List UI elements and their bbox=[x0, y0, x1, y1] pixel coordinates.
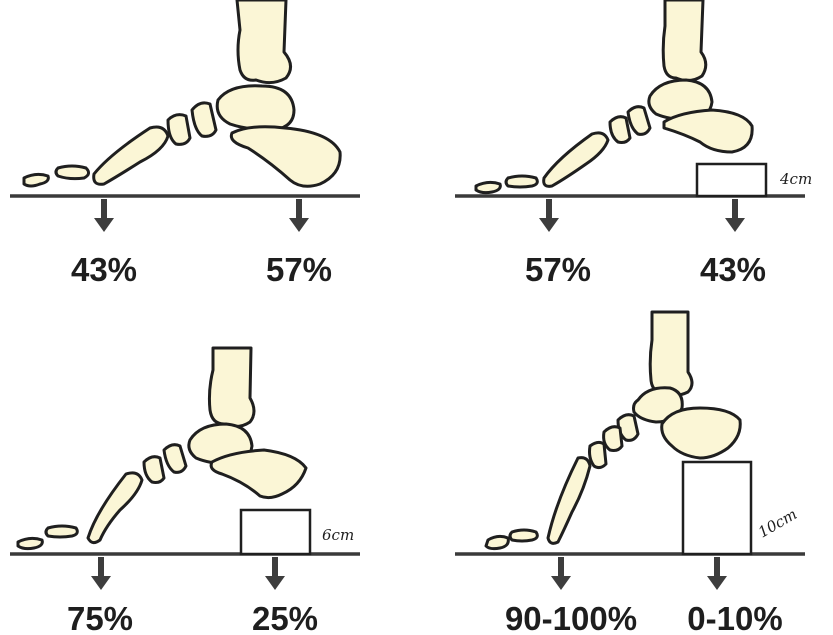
load-arrow-heel bbox=[707, 557, 727, 590]
foot-skeleton bbox=[484, 310, 742, 551]
panel-10cm: 10cm 90-100% 0-10% bbox=[455, 310, 805, 635]
tarsal-bone bbox=[190, 101, 218, 138]
load-arrow-forefoot bbox=[94, 199, 114, 232]
load-arrow-forefoot bbox=[539, 199, 559, 232]
load-arrow-heel bbox=[725, 199, 745, 232]
tarsal-bone bbox=[166, 113, 192, 146]
phalanx-bone bbox=[22, 172, 50, 188]
tibia-bone bbox=[661, 0, 708, 83]
phalanx-bone bbox=[504, 174, 539, 189]
tarsal-bone bbox=[142, 455, 166, 484]
metatarsal-bone bbox=[86, 471, 144, 545]
forefoot-load-value: 90-100% bbox=[505, 600, 637, 635]
phalanx-bone bbox=[474, 180, 502, 195]
foot-skeleton bbox=[22, 0, 342, 188]
heel-load-value: 57% bbox=[266, 251, 332, 288]
panel-6cm: 6cm 75% 25% bbox=[10, 346, 360, 635]
phalanx-bone bbox=[16, 536, 44, 551]
heel-block-height: 4cm bbox=[779, 170, 812, 188]
heel-block bbox=[239, 508, 312, 556]
heel-load-value: 43% bbox=[700, 251, 766, 288]
talus-bone bbox=[215, 84, 296, 132]
heel-load-value: 25% bbox=[252, 600, 318, 635]
load-arrow-heel bbox=[289, 199, 309, 232]
phalanx-bone bbox=[484, 534, 510, 551]
load-arrow-forefoot bbox=[551, 557, 571, 590]
phalanx-bone bbox=[508, 528, 539, 543]
tarsal-bone bbox=[626, 105, 652, 136]
panel-4cm: 4cm 57% 43% bbox=[455, 0, 812, 288]
heel-block bbox=[681, 460, 753, 556]
phalanx-bone bbox=[44, 524, 79, 539]
load-arrow-heel bbox=[265, 557, 285, 590]
calcaneus-bone bbox=[660, 406, 742, 460]
load-arrow-forefoot bbox=[91, 557, 111, 590]
tarsal-bone bbox=[588, 440, 608, 470]
heel-block-height: 10cm bbox=[755, 505, 800, 541]
panel-flat: 43% 57% bbox=[10, 0, 360, 288]
calcaneus-bone bbox=[229, 125, 342, 188]
tarsal-bone bbox=[608, 115, 632, 144]
forefoot-load-value: 43% bbox=[71, 251, 137, 288]
tibia-bone bbox=[235, 0, 292, 85]
tarsal-bone bbox=[162, 443, 188, 474]
heel-block bbox=[695, 162, 768, 198]
metatarsal-bone bbox=[92, 125, 170, 186]
calcaneus-bone bbox=[209, 448, 308, 500]
tibia-bone bbox=[648, 310, 694, 398]
tibia-bone bbox=[207, 346, 256, 429]
metatarsal-bone bbox=[546, 456, 592, 545]
phalanx-bone bbox=[54, 164, 91, 181]
forefoot-load-value: 57% bbox=[525, 251, 591, 288]
calcaneus-bone bbox=[662, 108, 754, 154]
foot-skeleton bbox=[474, 0, 754, 195]
tarsal-bone bbox=[602, 425, 624, 452]
metatarsal-bone bbox=[542, 131, 610, 188]
heel-block-height: 6cm bbox=[322, 526, 354, 544]
foot-skeleton bbox=[16, 346, 308, 551]
heel-load-value: 0-10% bbox=[687, 600, 782, 635]
forefoot-load-value: 75% bbox=[67, 600, 133, 635]
